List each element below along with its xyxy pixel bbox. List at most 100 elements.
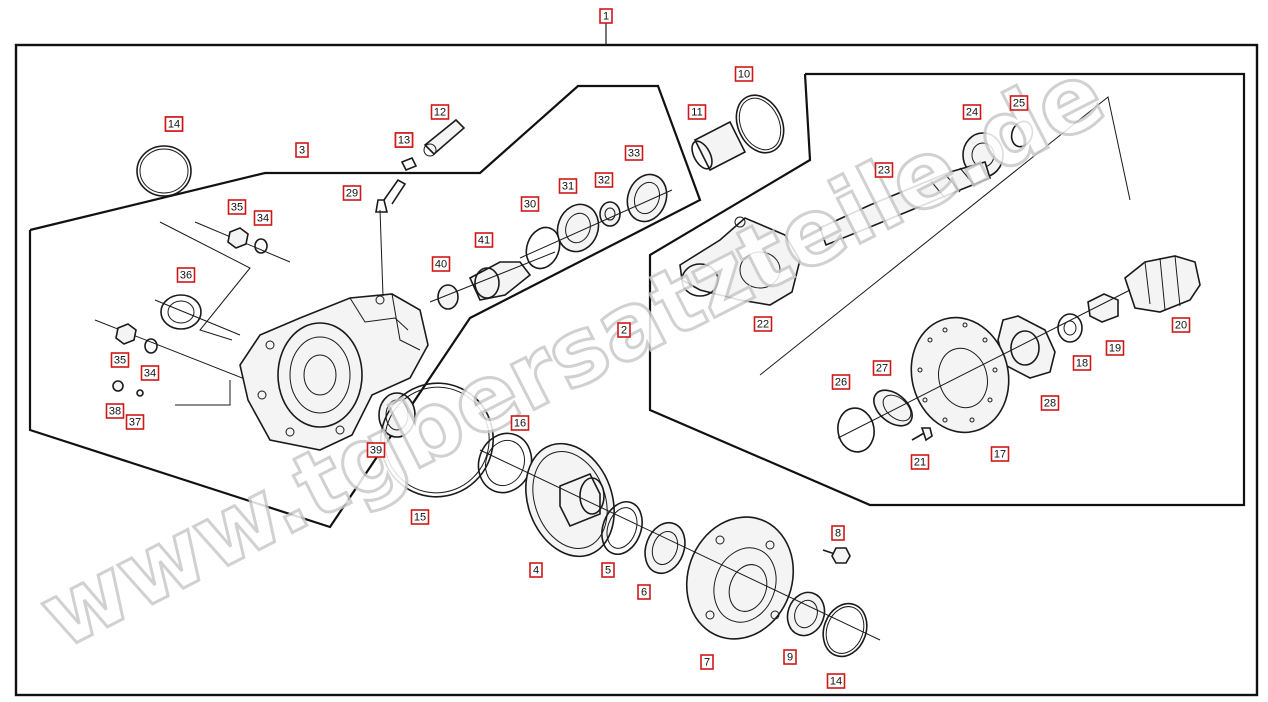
axle-nut-icon <box>1087 293 1119 323</box>
svg-text:22: 22 <box>757 319 769 331</box>
callout-29: 29 <box>342 185 362 201</box>
svg-text:38: 38 <box>109 406 121 418</box>
callout-35: 35 <box>110 352 130 368</box>
nut-icon <box>227 227 249 249</box>
callout-34: 34 <box>140 365 160 381</box>
callout-14: 14 <box>164 116 184 132</box>
breather-hose-icon <box>423 118 466 156</box>
callout-20: 20 <box>1171 317 1191 333</box>
taper-bearing-icon <box>626 173 668 223</box>
callout-30: 30 <box>520 196 540 212</box>
callout-3: 3 <box>295 142 309 158</box>
gearbox-housing-icon <box>239 293 429 451</box>
callout-11: 11 <box>687 104 707 120</box>
callout-13: 13 <box>394 132 414 148</box>
callout-15: 15 <box>410 509 430 525</box>
svg-text:34: 34 <box>144 368 156 380</box>
callout-5: 5 <box>601 562 615 578</box>
washer-icon <box>254 238 268 254</box>
ball-bearing-icon <box>644 521 686 575</box>
callout-36: 36 <box>176 267 196 283</box>
callout-6: 6 <box>637 584 651 600</box>
callout-16: 16 <box>510 415 530 431</box>
callout-1: 1 <box>599 8 613 24</box>
svg-text:8: 8 <box>835 528 841 540</box>
svg-text:32: 32 <box>598 175 610 187</box>
svg-text:11: 11 <box>691 107 702 119</box>
callout-7: 7 <box>700 654 714 670</box>
svg-text:16: 16 <box>514 418 526 430</box>
callout-2: 2 <box>617 322 631 338</box>
callout-22: 22 <box>753 316 773 332</box>
svg-text:28: 28 <box>1044 398 1056 410</box>
svg-text:37: 37 <box>129 417 141 429</box>
bushing-sleeve-icon <box>691 120 747 172</box>
callout-8: 8 <box>831 525 845 541</box>
svg-text:24: 24 <box>966 107 978 119</box>
svg-text:20: 20 <box>1175 320 1187 332</box>
svg-text:1: 1 <box>603 11 609 23</box>
svg-text:15: 15 <box>414 512 426 524</box>
svg-text:21: 21 <box>914 457 926 469</box>
callout-17: 17 <box>990 446 1010 462</box>
callout-19: 19 <box>1105 340 1125 356</box>
disc-bolt-icon <box>911 427 933 442</box>
callout-28: 28 <box>1040 395 1060 411</box>
bolt-icon <box>822 547 851 564</box>
circlip-icon <box>525 226 561 270</box>
callout-34: 34 <box>253 210 273 226</box>
hose-clip-icon <box>400 156 418 172</box>
svg-text:34: 34 <box>257 213 269 225</box>
oil-seal-icon <box>786 591 826 637</box>
callout-39: 39 <box>366 442 386 458</box>
svg-text:18: 18 <box>1076 358 1088 370</box>
callout-25: 25 <box>1009 95 1029 111</box>
washer-icon <box>1057 313 1083 343</box>
svg-text:35: 35 <box>114 355 126 367</box>
svg-text:12: 12 <box>434 107 446 119</box>
rubber-boot-icon <box>1124 255 1201 313</box>
output-shaft-icon <box>819 161 991 247</box>
callout-32: 32 <box>594 172 614 188</box>
bolt-icon <box>112 380 124 392</box>
svg-text:3: 3 <box>299 145 305 157</box>
spacer-ring-icon <box>873 389 913 427</box>
callout-21: 21 <box>910 454 930 470</box>
o-ring-icon <box>136 145 192 197</box>
bearing-inner-race-icon <box>599 201 621 227</box>
large-o-ring-icon <box>380 382 494 498</box>
nut-icon <box>115 323 137 345</box>
svg-text:33: 33 <box>628 148 640 160</box>
group-outline-2 <box>648 72 1246 507</box>
callout-14: 14 <box>826 673 846 689</box>
callout-labels: 1234567891011121313141414151617181920212… <box>105 8 1191 689</box>
svg-text:40: 40 <box>435 259 447 271</box>
svg-text:41: 41 <box>478 235 490 247</box>
needle-bearing-icon <box>378 392 416 438</box>
svg-text:17: 17 <box>994 449 1006 461</box>
svg-text:27: 27 <box>876 363 888 375</box>
pin-icon <box>136 389 144 397</box>
svg-text:35: 35 <box>231 202 243 214</box>
callout-38: 38 <box>105 403 125 419</box>
assembly-frame <box>14 43 1259 697</box>
svg-text:14: 14 <box>168 119 180 131</box>
breather-fitting-icon <box>375 199 389 213</box>
svg-text:6: 6 <box>641 587 647 599</box>
callout-10: 10 <box>734 66 754 82</box>
callout-27: 27 <box>872 360 892 376</box>
ring-gear-icon <box>525 442 615 558</box>
svg-text:31: 31 <box>562 181 574 193</box>
svg-text:26: 26 <box>835 377 847 389</box>
svg-text:30: 30 <box>524 199 536 211</box>
callout-9: 9 <box>783 649 797 665</box>
svg-text:5: 5 <box>605 565 611 577</box>
callout-26: 26 <box>831 374 851 390</box>
o-ring-icon <box>822 602 868 658</box>
brake-disc-icon <box>910 316 1010 434</box>
svg-text:19: 19 <box>1109 343 1121 355</box>
group-outline-3 <box>28 84 702 529</box>
washer-icon <box>144 338 158 354</box>
pinion-gear-icon <box>429 251 556 310</box>
